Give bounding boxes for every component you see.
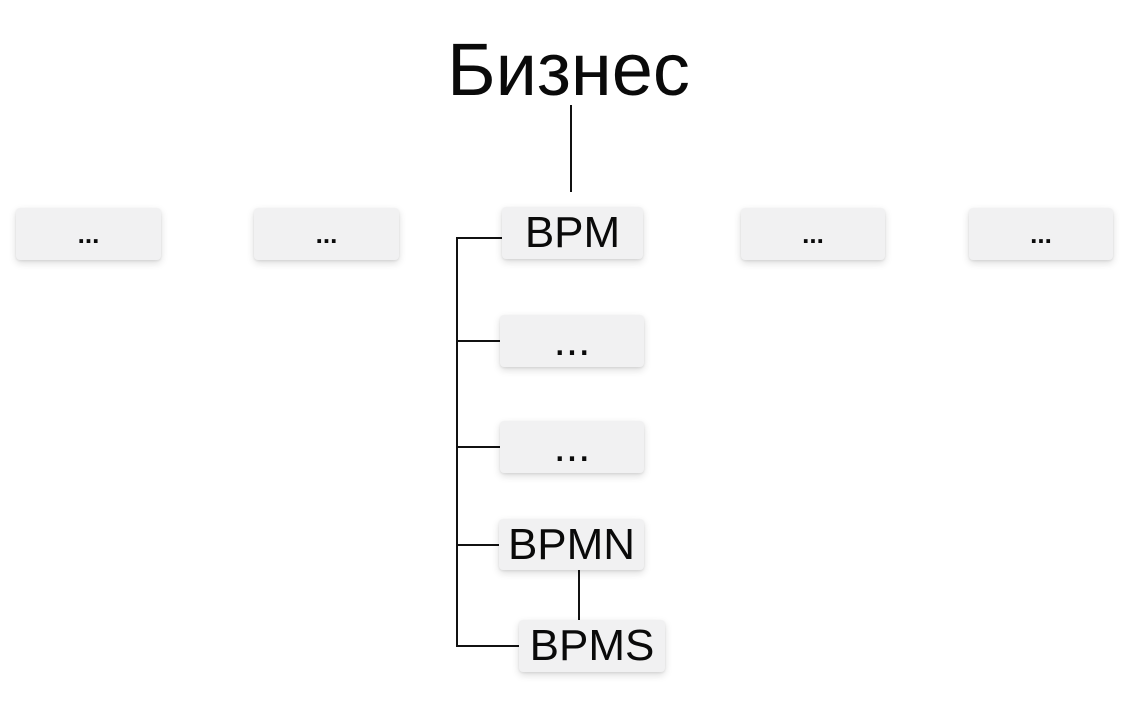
node-bpms[interactable]: BPMS: [519, 620, 665, 672]
node-label: ...: [77, 219, 100, 249]
node-label: ...: [1030, 219, 1052, 249]
node-placeholder-right-1[interactable]: ...: [741, 208, 885, 260]
connector-trunk-to-child-1: [456, 340, 500, 342]
connector-trunk-to-bpm: [456, 237, 502, 239]
trunk-line-bpm-children: [456, 237, 458, 647]
node-placeholder-right-2[interactable]: ...: [969, 208, 1113, 260]
node-bpmn[interactable]: BPMN: [499, 519, 644, 570]
connector-root-to-bpm: [570, 105, 572, 192]
node-label: ...: [553, 422, 591, 471]
connector-trunk-to-bpms: [456, 645, 519, 647]
node-placeholder-left-1[interactable]: ...: [16, 208, 161, 260]
node-business-root[interactable]: Бизнес: [447, 28, 690, 111]
connector-trunk-to-child-2: [456, 446, 500, 448]
connector-trunk-to-bpmn: [456, 544, 499, 546]
node-label: ...: [315, 219, 338, 249]
node-placeholder-child-2[interactable]: ...: [500, 421, 644, 473]
node-label: ...: [802, 219, 824, 249]
node-bpm[interactable]: BPM: [502, 207, 643, 259]
node-placeholder-child-1[interactable]: ...: [500, 315, 644, 367]
node-label: BPMN: [507, 519, 636, 569]
node-placeholder-left-2[interactable]: ...: [254, 208, 399, 260]
node-label: BPM: [524, 208, 621, 257]
node-label: BPMS: [529, 621, 655, 670]
node-label: ...: [553, 316, 591, 365]
connector-bpmn-to-bpms: [578, 570, 580, 620]
